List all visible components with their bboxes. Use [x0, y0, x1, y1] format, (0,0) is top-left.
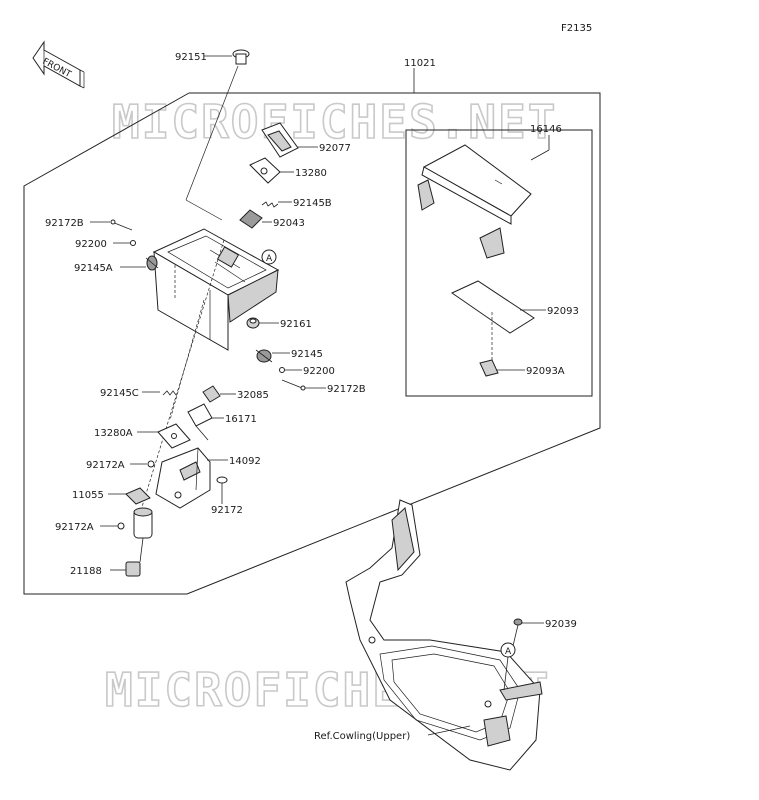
- label-14092: 14092: [229, 456, 261, 467]
- bracket-14092: [155, 447, 211, 509]
- label-92200-bottom: 92200: [303, 366, 335, 377]
- screw-92172B-top: [110, 219, 133, 231]
- cowling-upper-ref: [345, 499, 543, 771]
- latch-13280A: [157, 423, 191, 449]
- label-92172B-bottom: 92172B: [327, 384, 366, 395]
- label-92172A-top: 92172A: [86, 460, 125, 471]
- label-92093: 92093: [547, 306, 579, 317]
- screw-92172A-bottom: [117, 522, 125, 530]
- label-21188: 21188: [70, 566, 102, 577]
- label-92172A-bottom: 92172A: [55, 522, 94, 533]
- assembly-frame: [23, 92, 601, 595]
- label-92145C: 92145C: [100, 388, 139, 399]
- label-92043: 92043: [273, 218, 305, 229]
- bracket-11055: [125, 487, 151, 505]
- housing-box: [152, 228, 280, 351]
- screw-92039: [511, 618, 523, 651]
- label-92172: 92172: [211, 505, 243, 516]
- pad-part-92093A: [479, 359, 499, 377]
- actuator-21188: [125, 507, 153, 577]
- label-92145B: 92145B: [293, 198, 332, 209]
- callout-a-upper: [261, 249, 277, 265]
- label-13280A: 13280A: [94, 428, 133, 439]
- lever-16171: [187, 403, 213, 441]
- label-11021: 11021: [404, 58, 436, 69]
- kit-box: [405, 129, 593, 397]
- washer-92200-top: [130, 240, 136, 246]
- tray-part-16146: [417, 135, 550, 259]
- label-92093A: 92093A: [526, 366, 565, 377]
- label-92172B-top: 92172B: [45, 218, 84, 229]
- cover-92077: [261, 122, 299, 158]
- figure-code: F2135: [561, 23, 592, 34]
- bolt-92151: [232, 49, 250, 65]
- label-32085: 32085: [237, 390, 269, 401]
- latch-13280: [249, 157, 281, 184]
- spring-92145C: [162, 390, 177, 396]
- callout-a-upper-label: A: [266, 254, 273, 264]
- label-92151: 92151: [175, 52, 207, 63]
- label-13280: 13280: [295, 168, 327, 179]
- label-11055: 11055: [72, 490, 104, 501]
- spring-92145B: [261, 201, 279, 208]
- spring-92145: [255, 349, 273, 363]
- label-16171: 16171: [225, 414, 257, 425]
- label-92200-top: 92200: [75, 239, 107, 250]
- pad-part-92093: [450, 280, 546, 360]
- label-ref-cowling: Ref.Cowling(Upper): [314, 731, 410, 742]
- screw-92172B-bottom: [281, 379, 306, 391]
- spring-92145A: [145, 255, 159, 271]
- pin-92043: [239, 209, 263, 229]
- screw-92172A-top: [147, 460, 155, 468]
- label-92145: 92145: [291, 349, 323, 360]
- watermark-top: MICROFICHES.NET: [112, 95, 557, 149]
- label-16146: 16146: [530, 124, 562, 135]
- label-92039: 92039: [545, 619, 577, 630]
- label-92161: 92161: [280, 319, 312, 330]
- bracket-32085: [202, 385, 221, 403]
- washer-92200-bottom: [279, 367, 285, 373]
- damper-92161: [246, 317, 260, 329]
- front-arrow-icon: FRONT: [32, 40, 85, 89]
- screw-92172: [216, 476, 228, 497]
- label-92077: 92077: [319, 143, 351, 154]
- callout-a-lower-label: A: [505, 647, 512, 657]
- label-92145A: 92145A: [74, 263, 113, 274]
